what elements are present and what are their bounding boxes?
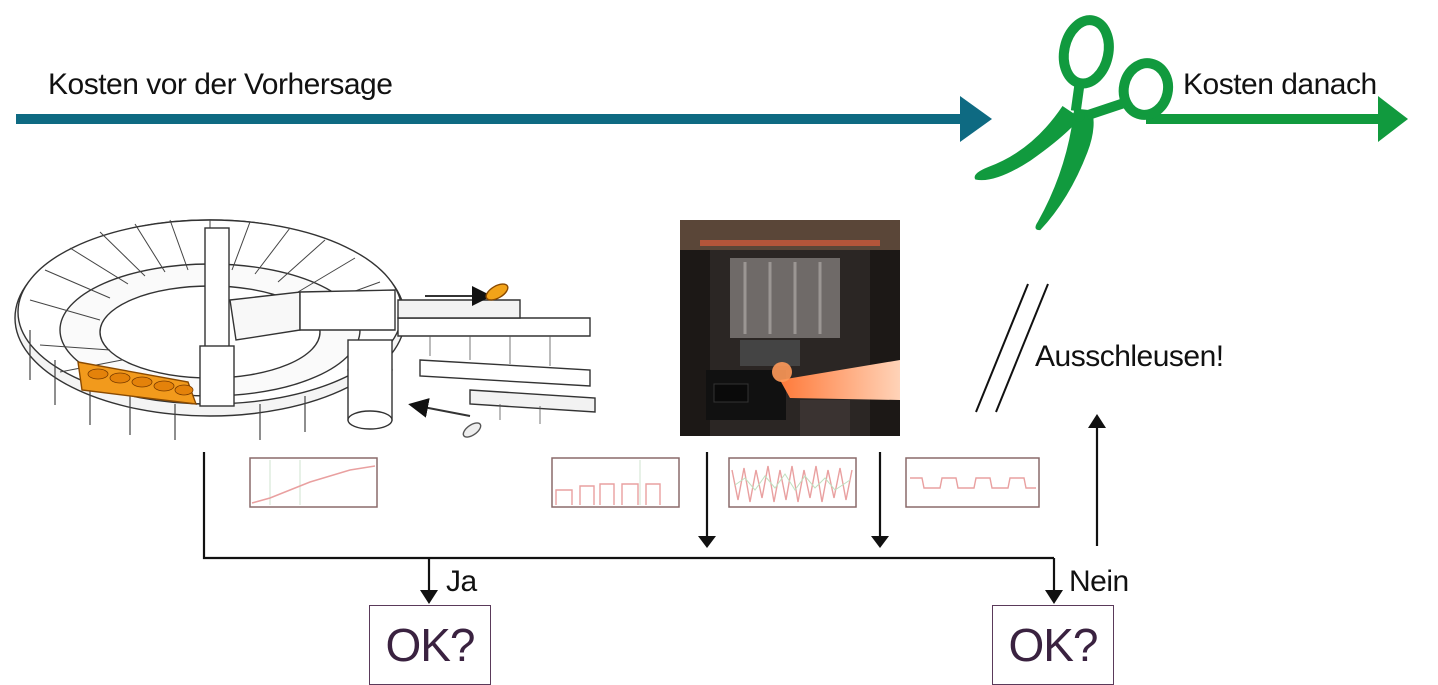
arrowheads xyxy=(420,414,1106,604)
ok-check-left: OK? xyxy=(369,605,491,685)
thumb-chart-3 xyxy=(728,457,857,508)
no-label: Nein xyxy=(1069,565,1129,598)
thumb-chart-4 xyxy=(905,457,1040,508)
cost-before-label: Kosten vor der Vorhersage xyxy=(48,68,393,101)
thumb-chart-2 xyxy=(551,457,680,508)
ok-check-right: OK? xyxy=(992,605,1114,685)
cost-after-label: Kosten danach xyxy=(1183,68,1377,101)
break-marks xyxy=(975,283,1049,413)
cost-before-arrow xyxy=(16,96,992,142)
forging-press-photo xyxy=(680,220,900,436)
rotary-furnace-illustration xyxy=(14,219,596,440)
flow-lines xyxy=(202,428,1099,592)
cost-after-arrow xyxy=(1146,96,1408,142)
thumb-chart-1 xyxy=(249,457,378,508)
reject-label: Ausschleusen! xyxy=(1035,340,1224,373)
yes-label: Ja xyxy=(446,565,477,598)
scissors-icon xyxy=(974,15,1174,231)
